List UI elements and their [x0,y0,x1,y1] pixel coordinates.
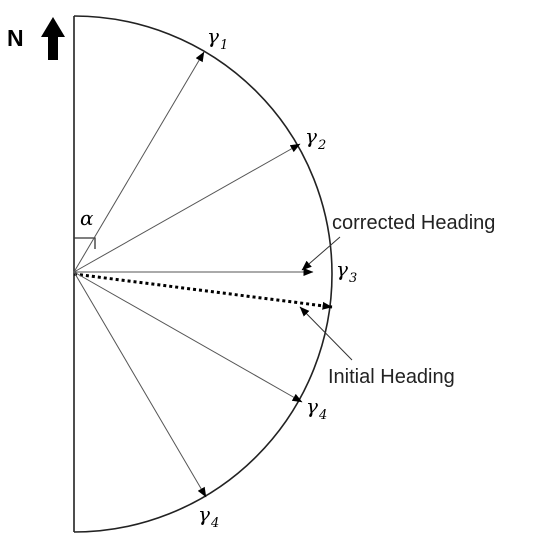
initial-heading-label: Initial Heading [328,366,455,388]
gamma-1-label: γ1 [207,24,228,53]
ray-gamma-1 [73,51,205,273]
gamma-3-label: γ3 [336,257,357,286]
alpha-label: α [80,206,94,230]
corrected-heading-leader [301,236,341,271]
ray-initial-heading-dotted [73,272,333,310]
gamma-2-label: γ2 [305,124,326,153]
ray-gamma-4-lower [73,271,207,498]
gamma-4-lower-label: γ4 [198,502,219,531]
gamma-4-upper-label: γ4 [306,394,327,423]
ray-gamma-4-upper [73,271,303,403]
initial-heading-leader [299,306,353,361]
ray-gamma-2 [73,143,301,273]
north-label: N [7,25,24,51]
alpha-angle-marker [74,237,96,249]
up-arrow-icon [41,17,65,60]
semicircle-arc [73,15,333,533]
corrected-heading-label: corrected Heading [332,212,495,234]
